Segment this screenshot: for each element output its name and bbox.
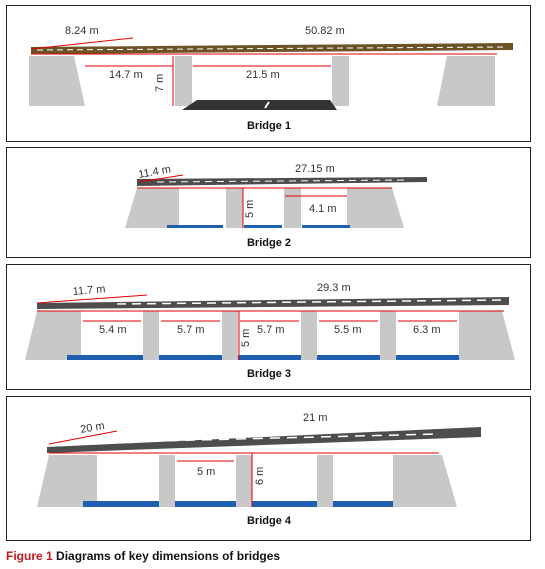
bridge-4-pier bbox=[236, 455, 252, 507]
dim-height-label: 5 m bbox=[240, 329, 252, 347]
bridge-2-title: Bridge 2 bbox=[247, 237, 291, 249]
dim-span-left bbox=[36, 294, 148, 304]
bridge-3-title: Bridge 3 bbox=[247, 368, 291, 380]
bridge-4-pier bbox=[159, 455, 175, 507]
bridge-3-water bbox=[396, 355, 459, 360]
bridge-4-left-abutment bbox=[37, 455, 97, 507]
bridge-3-water bbox=[317, 355, 380, 360]
bridge-4-panel: 20 m 21 m 5 m 6 m Bridge 4 bbox=[6, 396, 531, 541]
bridge-2-left-abutment bbox=[125, 188, 179, 228]
bridge-1-lower-road bbox=[182, 100, 337, 110]
bridge-3-right-abutment bbox=[459, 311, 515, 360]
bridge-4-right-abutment bbox=[393, 455, 457, 507]
bridge-2-pier bbox=[226, 188, 243, 228]
dim-span-left-label: 8.24 m bbox=[65, 25, 99, 37]
bridge-2-panel: 11.4 m 27.15 m 5 m 4.1 m Bridge 2 bbox=[6, 147, 531, 258]
dim-opening-label: 4.1 m bbox=[309, 203, 337, 215]
figure-caption-text: Diagrams of key dimensions of bridges bbox=[56, 549, 281, 563]
dim-opening-label: 5.7 m bbox=[177, 324, 205, 336]
dim-span-left-label: 11.7 m bbox=[72, 283, 106, 298]
dim-opening-label: 5.4 m bbox=[99, 324, 127, 336]
dim-height-label: 6 m bbox=[254, 467, 266, 485]
bridge-4-title: Bridge 4 bbox=[247, 515, 292, 527]
dim-height-label: 5 m bbox=[244, 200, 256, 218]
bridge-3-pier bbox=[301, 311, 317, 360]
bridge-3-pier bbox=[380, 311, 396, 360]
bridge-3-panel: 11.7 m 29.3 m 5.4 m 5.7 m 5.7 m 5.5 m 6.… bbox=[6, 264, 531, 390]
dim-span-left bbox=[48, 430, 118, 445]
bridge-1-diagram: 8.24 m 50.82 m 14.7 m 21.5 m 7 m Bridge … bbox=[29, 25, 513, 132]
dim-opening-label: 5.7 m bbox=[257, 324, 285, 336]
bridge-4-water bbox=[252, 501, 317, 507]
bridge-4-pier bbox=[317, 455, 333, 507]
dim-span-right-label: 50.82 m bbox=[305, 25, 345, 37]
figure-caption: Figure 1 Diagrams of key dimensions of b… bbox=[6, 549, 280, 563]
bridge-4-water bbox=[83, 501, 159, 507]
bridge-2-water bbox=[302, 225, 350, 228]
bridge-1-panel: 8.24 m 50.82 m 14.7 m 21.5 m 7 m Bridge … bbox=[6, 5, 531, 142]
bridge-1-right-abutment bbox=[437, 56, 495, 106]
dim-opening-right-label: 21.5 m bbox=[246, 69, 280, 81]
bridge-3-water bbox=[67, 355, 143, 360]
figure-label: Figure 1 bbox=[6, 549, 53, 563]
dim-span-left-label: 20 m bbox=[79, 420, 105, 436]
bridge-1-pier bbox=[175, 56, 192, 106]
dim-span-left bbox=[30, 37, 134, 50]
bridge-4-diagram: 20 m 21 m 5 m 6 m Bridge 4 bbox=[37, 412, 481, 527]
dim-height-label: 7 m bbox=[154, 74, 166, 92]
dim-span-right-label: 21 m bbox=[303, 412, 327, 424]
bridge-1-title: Bridge 1 bbox=[247, 120, 291, 132]
dim-span-left bbox=[138, 174, 184, 183]
bridge-2-right-abutment bbox=[347, 188, 404, 228]
dim-opening-label: 5 m bbox=[197, 466, 215, 478]
dim-opening-label: 6.3 m bbox=[413, 324, 441, 336]
bridge-3-left-abutment bbox=[25, 311, 81, 360]
bridge-4-water bbox=[333, 501, 393, 507]
dim-span-left-label: 11.4 m bbox=[137, 163, 171, 181]
dim-opening-label: 5.5 m bbox=[334, 324, 362, 336]
bridge-1-road-marking bbox=[36, 46, 508, 51]
bridge-4-deck bbox=[47, 427, 481, 453]
dim-span-right-label: 29.3 m bbox=[317, 282, 351, 294]
bridge-3-pier bbox=[143, 311, 159, 360]
dim-opening-left-label: 14.7 m bbox=[109, 69, 143, 81]
bridge-3-water bbox=[159, 355, 222, 360]
dim-span-right-label: 27.15 m bbox=[295, 163, 335, 175]
bridge-2-diagram: 11.4 m 27.15 m 5 m 4.1 m Bridge 2 bbox=[125, 163, 427, 249]
bridge-1-pier bbox=[332, 56, 349, 106]
bridge-4-water bbox=[175, 501, 236, 507]
bridge-2-pier bbox=[284, 188, 301, 228]
bridge-3-water bbox=[238, 355, 301, 360]
bridge-2-water bbox=[244, 225, 282, 228]
bridge-3-pier bbox=[222, 311, 238, 360]
bridge-3-diagram: 11.7 m 29.3 m 5.4 m 5.7 m 5.7 m 5.5 m 6.… bbox=[25, 282, 515, 380]
bridge-1-left-abutment bbox=[29, 56, 85, 106]
bridge-2-water bbox=[167, 225, 223, 228]
